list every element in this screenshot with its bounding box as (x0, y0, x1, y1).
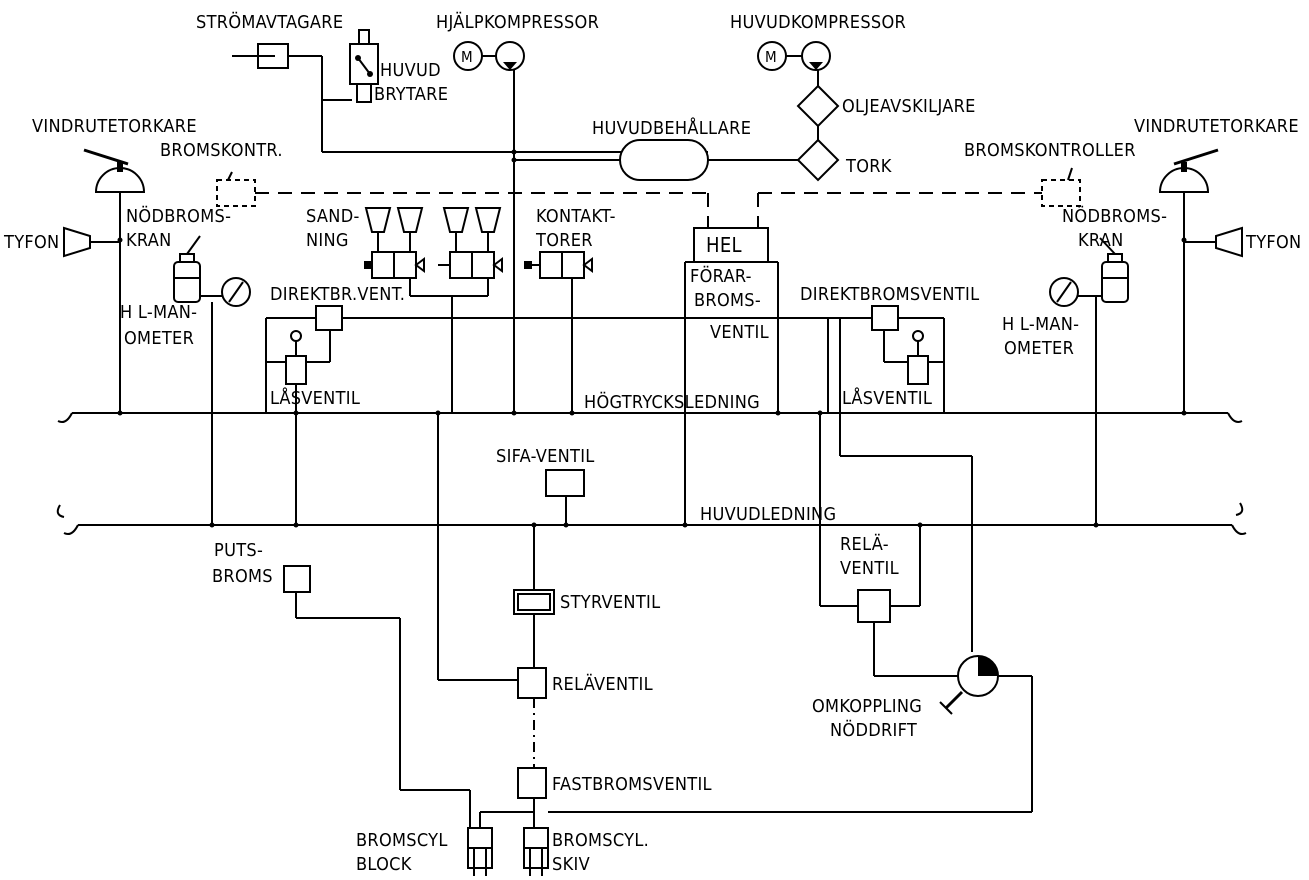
sanding-unit (364, 207, 503, 413)
label-hogtrycksledning: HÖGTRYCKSLEDNING (584, 391, 760, 413)
label-vindrutetorkare-right: VINDRUTETORKARE (1134, 116, 1299, 137)
label-hel: HEL (706, 233, 742, 257)
aux-compressor (453, 41, 525, 413)
label-ventil-rela: VENTIL (840, 558, 899, 579)
horn-right (1184, 226, 1243, 258)
label-ometer-right: OMETER (1004, 338, 1074, 359)
high-pressure-line (57, 412, 1243, 423)
oil-separator (796, 84, 840, 140)
parking-brake-valve (480, 767, 547, 828)
contactors (524, 251, 593, 413)
label-direktbr-vent: DIREKTBR.VENT. (270, 284, 405, 305)
label-rela: RELÄ- (840, 534, 889, 555)
main-reservoir (511, 139, 709, 181)
label-styrventil: STYRVENTIL (560, 592, 660, 613)
label-kran-left: KRAN (126, 230, 172, 251)
lock-valve-left (266, 330, 307, 525)
control-valve (513, 525, 555, 668)
label-puts: PUTS- (214, 540, 263, 561)
label-torer: TORER (535, 230, 593, 251)
label-hl-man-left: H L-MAN- (120, 302, 197, 323)
label-broms-puts: BROMS (212, 566, 273, 587)
label-direktbromsventil: DIREKTBROMSVENTIL (800, 284, 979, 305)
label-motor-aux: M (461, 48, 473, 66)
label-ometer-left: OMETER (124, 328, 194, 349)
cleaning-brake-valve (283, 565, 471, 828)
label-oljeavskiljare: OLJEAVSKILJARE (842, 96, 976, 117)
label-broms: BROMS- (694, 290, 761, 311)
label-kran-right: KRAN (1078, 230, 1124, 251)
return-pipe-emergency (548, 675, 1033, 813)
label-ventil-forar: VENTIL (710, 322, 769, 343)
pressure-gauge-left (221, 277, 251, 307)
label-hjalpkompressor: HJÄLPKOMPRESSOR (436, 12, 599, 33)
label-bromskontr: BROMSKONTR. (160, 140, 283, 161)
junction-dots (117, 410, 1187, 528)
wiper-right (1158, 148, 1219, 413)
label-brytare: BRYTARE (374, 84, 448, 105)
emergency-switchover-valve (939, 655, 999, 715)
label-tyfon-right: TYFON (1245, 232, 1301, 253)
label-vindrutetorkare-left: VINDRUTETORKARE (32, 116, 197, 137)
sifa-valve (545, 469, 585, 525)
label-block: BLOCK (356, 854, 412, 875)
brake-cylinder-block (467, 812, 493, 876)
label-forar: FÖRAR- (690, 265, 752, 287)
emergency-brake-valve-right (1095, 237, 1129, 525)
label-fastbromsventil: FASTBROMSVENTIL (552, 774, 712, 795)
label-bromscyl-right: BROMSCYL. (552, 830, 649, 851)
label-huvudbehallare: HUVUDBEHÅLLARE (592, 117, 751, 139)
label-ning: NING (306, 230, 349, 251)
label-bromscyl-left: BROMSCYL (356, 830, 448, 851)
label-huvudledning: HUVUDLEDNING (700, 504, 836, 525)
label-lasventil-left: LÅSVENTIL (270, 387, 360, 409)
horn-left (63, 226, 120, 258)
main-compressor (757, 41, 831, 86)
label-noddrift: NÖDDRIFT (830, 719, 917, 741)
label-bromskontroller: BROMSKONTROLLER (964, 140, 1136, 161)
brake-cylinder-disc (523, 827, 549, 876)
main-line (56, 502, 1247, 535)
brake-controller-right (757, 167, 1081, 228)
label-omkoppling: OMKOPPLING (812, 696, 922, 717)
label-tyfon-left: TYFON (3, 232, 59, 253)
label-sifa-ventil: SIFA-VENTIL (496, 446, 595, 467)
dryer (708, 138, 840, 182)
label-nodbroms-left: NÖDBROMS- (126, 205, 231, 227)
direct-brake-valve-left (265, 305, 872, 413)
label-nodbroms-right: NÖDBROMS- (1062, 205, 1167, 227)
label-huvudkompressor: HUVUDKOMPRESSOR (730, 12, 906, 33)
pantograph (232, 43, 352, 101)
label-hl-man-right: H L-MAN- (1002, 314, 1079, 335)
direct-brake-valve-right (827, 305, 973, 652)
label-stromavtagare: STRÖMAVTAGARE (196, 11, 343, 33)
label-kontakt: KONTAKT- (536, 206, 616, 227)
wiper-left (83, 148, 146, 413)
emergency-brake-valve-left (173, 235, 222, 525)
pressure-gauge-right (1049, 277, 1102, 307)
label-sand: SAND- (306, 206, 360, 227)
label-motor-main: M (765, 48, 777, 66)
label-relaventil: RELÄVENTIL (552, 674, 653, 695)
label-lasventil-right: LÅSVENTIL (842, 387, 932, 409)
lock-valve-right (907, 330, 944, 385)
driver-brake-valve (684, 227, 779, 525)
label-huvud: HUVUD (380, 60, 441, 81)
relay-valve-right (819, 413, 958, 677)
relay-valve-center (437, 413, 547, 768)
label-skiv: SKIV (552, 854, 590, 875)
label-tork: TORK (845, 156, 892, 177)
brake-controller-left (216, 171, 709, 228)
